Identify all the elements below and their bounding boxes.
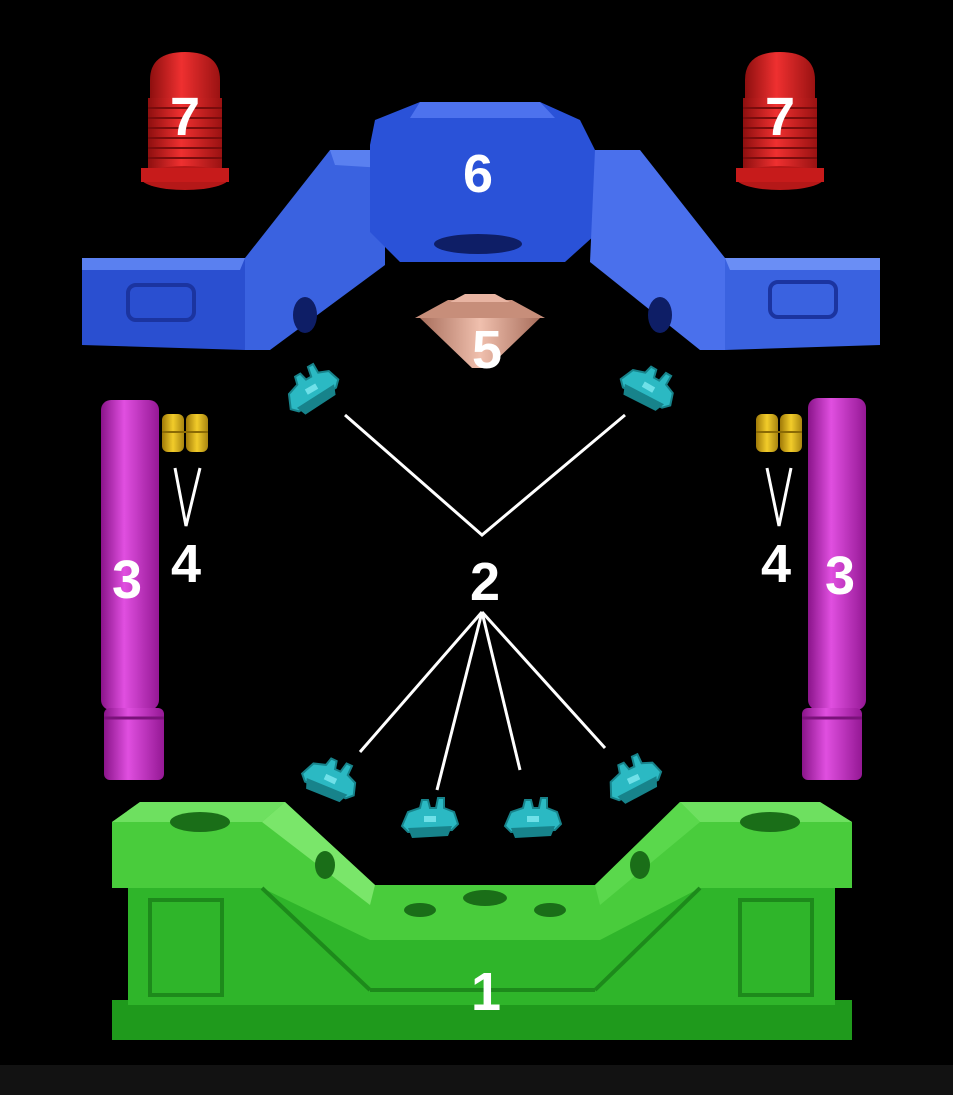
label-part-7-left: 7	[170, 87, 200, 147]
clip-part-upper-left	[275, 355, 347, 421]
leader-line-peg-left	[173, 467, 202, 527]
clip-part-lower-4	[598, 747, 668, 810]
leader-line-clip-lower-2	[435, 611, 484, 791]
label-part-3-right: 3	[825, 546, 855, 606]
peg-part-right	[756, 414, 802, 452]
clip-part-lower-1	[296, 747, 366, 810]
leader-line-peg-right	[765, 467, 793, 527]
clip-part-upper-right	[613, 353, 685, 419]
clip-part-lower-3	[504, 797, 562, 839]
post-part-right	[802, 398, 866, 780]
leader-lines	[173, 413, 793, 791]
peg-part-left	[162, 414, 208, 452]
label-part-4-right: 4	[761, 534, 791, 594]
leader-line-clips-upper	[344, 413, 626, 537]
cap-part-right	[736, 52, 824, 190]
base-part	[112, 802, 852, 1040]
bridge-part	[82, 102, 880, 350]
leader-line-clip-lower-3	[480, 611, 522, 771]
label-part-6: 6	[463, 144, 493, 204]
label-part-1: 1	[471, 962, 501, 1022]
cone-part	[415, 294, 545, 368]
exploded-assembly-diagram: 7 7 6 5 4 4 3 3 2 1	[82, 52, 880, 1040]
label-part-3-left: 3	[112, 550, 142, 610]
bottom-bar	[0, 1065, 953, 1095]
label-part-4-left: 4	[171, 534, 201, 594]
cap-part-left	[141, 52, 229, 190]
leader-line-clip-lower-1	[358, 611, 484, 753]
post-part-left	[101, 400, 164, 780]
label-part-2: 2	[470, 552, 500, 612]
leader-line-clip-lower-4	[480, 610, 607, 750]
label-part-5: 5	[472, 320, 502, 380]
label-part-7-right: 7	[765, 87, 795, 147]
clip-part-lower-2	[401, 797, 459, 839]
